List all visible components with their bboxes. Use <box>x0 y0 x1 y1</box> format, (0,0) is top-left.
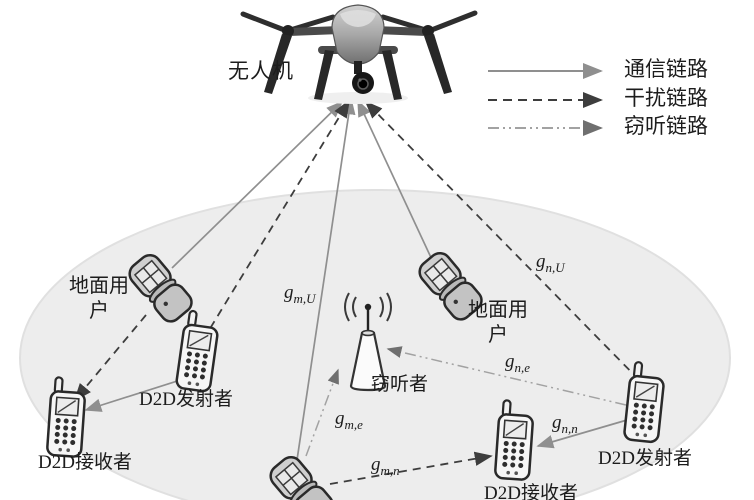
channel-label-g-mU: gm,U <box>284 282 316 305</box>
g-sub: n,n <box>561 420 578 436</box>
g-base: g <box>552 412 562 433</box>
d2d-transmitter-right-label: D2D发射者 <box>598 448 692 469</box>
d2d-receiver-right-label: D2D接收者 <box>484 483 578 500</box>
channel-label-g-ne: gn,e <box>505 351 530 374</box>
comm-link-user-m-to-uav <box>296 97 356 461</box>
g-sub: m,U <box>293 290 316 306</box>
comm-link-d2d-tx-right-to-rx-right <box>536 419 628 449</box>
channel-label-g-nn: gn,n <box>552 412 578 435</box>
link-lines <box>73 97 650 485</box>
eavesdropper-label: 窃听者 <box>371 374 429 395</box>
channel-label-g-nU: gn,U <box>536 251 565 274</box>
channel-label-g-mn: gm,n <box>371 454 400 477</box>
g-sub: m,e <box>344 416 363 432</box>
g-sub: n,e <box>514 359 531 375</box>
drone-icon <box>240 4 478 104</box>
g-base: g <box>284 282 294 303</box>
legend-lines <box>488 63 603 136</box>
d2d-transmitter-left-label: D2D发射者 <box>139 389 233 410</box>
interference-link-d2d-tx-left-to-uav <box>202 99 350 341</box>
d2d-receiver-left-label: D2D接收者 <box>38 452 132 473</box>
eavesdrop-link-user-m-to-eavesdropper <box>305 368 339 457</box>
g-base: g <box>536 251 546 272</box>
comm-link-ground-user-left-to-uav <box>171 100 344 269</box>
g-sub: n,U <box>545 259 565 275</box>
interference-link-ground-user-left-to-rx-left <box>73 314 147 402</box>
ground-user-left-label: 地面用户 <box>69 275 129 322</box>
comm-link-ground-user-right-to-uav <box>357 99 435 265</box>
g-base: g <box>371 454 381 475</box>
legend-item-interference: 干扰链路 <box>624 86 708 110</box>
g-sub: m,n <box>380 462 400 478</box>
legend-item-eavesdrop: 窃听链路 <box>624 114 708 138</box>
g-base: g <box>335 408 345 429</box>
ground-user-right-label: 地面用户 <box>468 299 528 346</box>
uav-label: 无人机 <box>228 59 294 83</box>
interference-link-d2d-tx-right-to-uav <box>364 100 650 391</box>
legend-item-communication: 通信链路 <box>624 57 708 81</box>
channel-label-g-me: gm,e <box>335 408 363 431</box>
g-base: g <box>505 351 515 372</box>
